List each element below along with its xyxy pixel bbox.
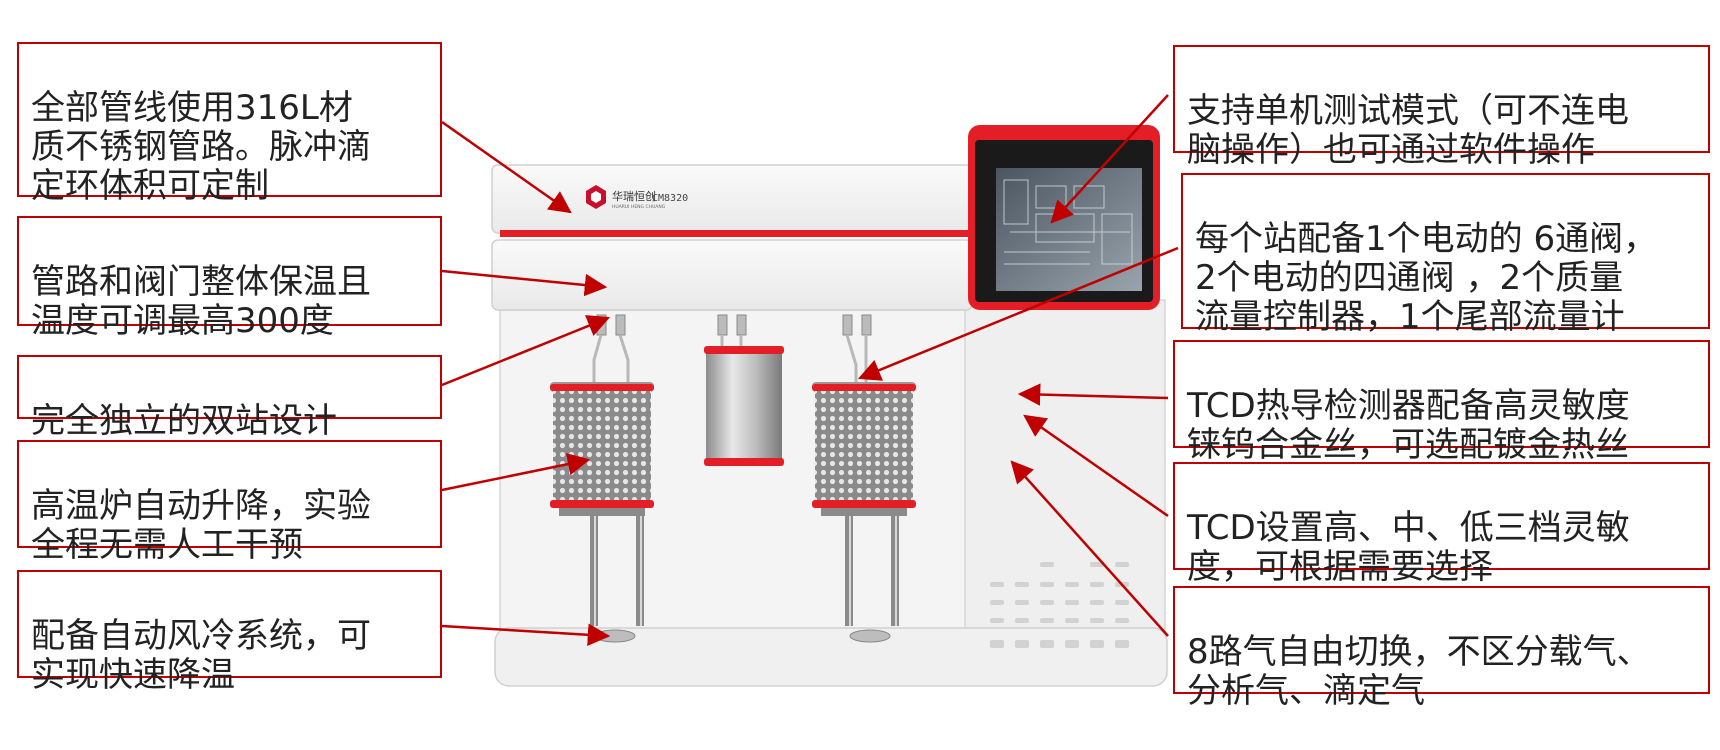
callout-valves-text: 每个站配备1个电动的 6通阀， 2个电动的四通阀 ，2个质量 流量控制器，1个尾…	[1195, 219, 1658, 337]
instrument-top-cover	[491, 164, 973, 234]
furnace-center	[706, 350, 782, 462]
callout-tcd-sensitivity: TCD设置高、中、低三档灵敏 度，可根据需要选择	[1173, 462, 1710, 587]
cooling-port-right	[849, 629, 891, 643]
callout-insulation-text: 管路和阀门整体保温且 温度可调最高300度	[31, 262, 371, 341]
instrument-band	[491, 239, 973, 311]
callout-tubing: 全部管线使用316L材 质不锈钢管路。脉冲滴 定环体积可定制	[17, 42, 442, 206]
callout-cooling-text: 配备自动风冷系统，可 实现快速降温	[31, 616, 371, 695]
furnace-right	[815, 388, 913, 502]
callout-screen: 支持单机测试模式（可不连电 脑操作）也可通过软件操作	[1173, 45, 1710, 170]
callout-furnace-lift: 高温炉自动升降，实验 全程无需人工干预	[17, 440, 442, 565]
red-stripe	[500, 230, 970, 237]
callout-tcd-sensitivity-text: TCD设置高、中、低三档灵敏 度，可根据需要选择	[1187, 508, 1630, 587]
callout-valves: 每个站配备1个电动的 6通阀， 2个电动的四通阀 ，2个质量 流量控制器，1个尾…	[1181, 173, 1710, 337]
brand-name: 华瑞恒创	[612, 189, 656, 203]
callout-cooling: 配备自动风冷系统，可 实现快速降温	[17, 570, 442, 695]
callout-gas-switch-text: 8路气自由切换，不区分载气、 分析气、滴定气	[1187, 632, 1651, 711]
callout-insulation: 管路和阀门整体保温且 温度可调最高300度	[17, 216, 442, 341]
callout-furnace-lift-text: 高温炉自动升降，实验 全程无需人工干预	[31, 486, 371, 565]
callout-tcd-detector-text: TCD热导检测器配备高灵敏度 铼钨合金丝，可选配镀金热丝	[1187, 386, 1630, 465]
brand-logo-icon	[586, 185, 606, 209]
callout-dual-station-text: 完全独立的双站设计	[31, 401, 337, 441]
callout-dual-station: 完全独立的双站设计	[17, 355, 442, 441]
touch-screen	[996, 168, 1142, 291]
callout-gas-switch: 8路气自由切换，不区分载气、 分析气、滴定气	[1173, 586, 1710, 711]
brand-subtitle: HUARUI HENG CHUANG	[612, 204, 666, 210]
furnace-left	[553, 388, 651, 502]
model-label: CM8320	[652, 193, 688, 204]
cooling-port-left	[594, 629, 636, 643]
callout-tubing-text: 全部管线使用316L材 质不锈钢管路。脉冲滴 定环体积可定制	[31, 88, 371, 206]
callout-tcd-detector: TCD热导检测器配备高灵敏度 铼钨合金丝，可选配镀金热丝	[1173, 340, 1710, 465]
callout-screen-text: 支持单机测试模式（可不连电 脑操作）也可通过软件操作	[1187, 91, 1629, 170]
